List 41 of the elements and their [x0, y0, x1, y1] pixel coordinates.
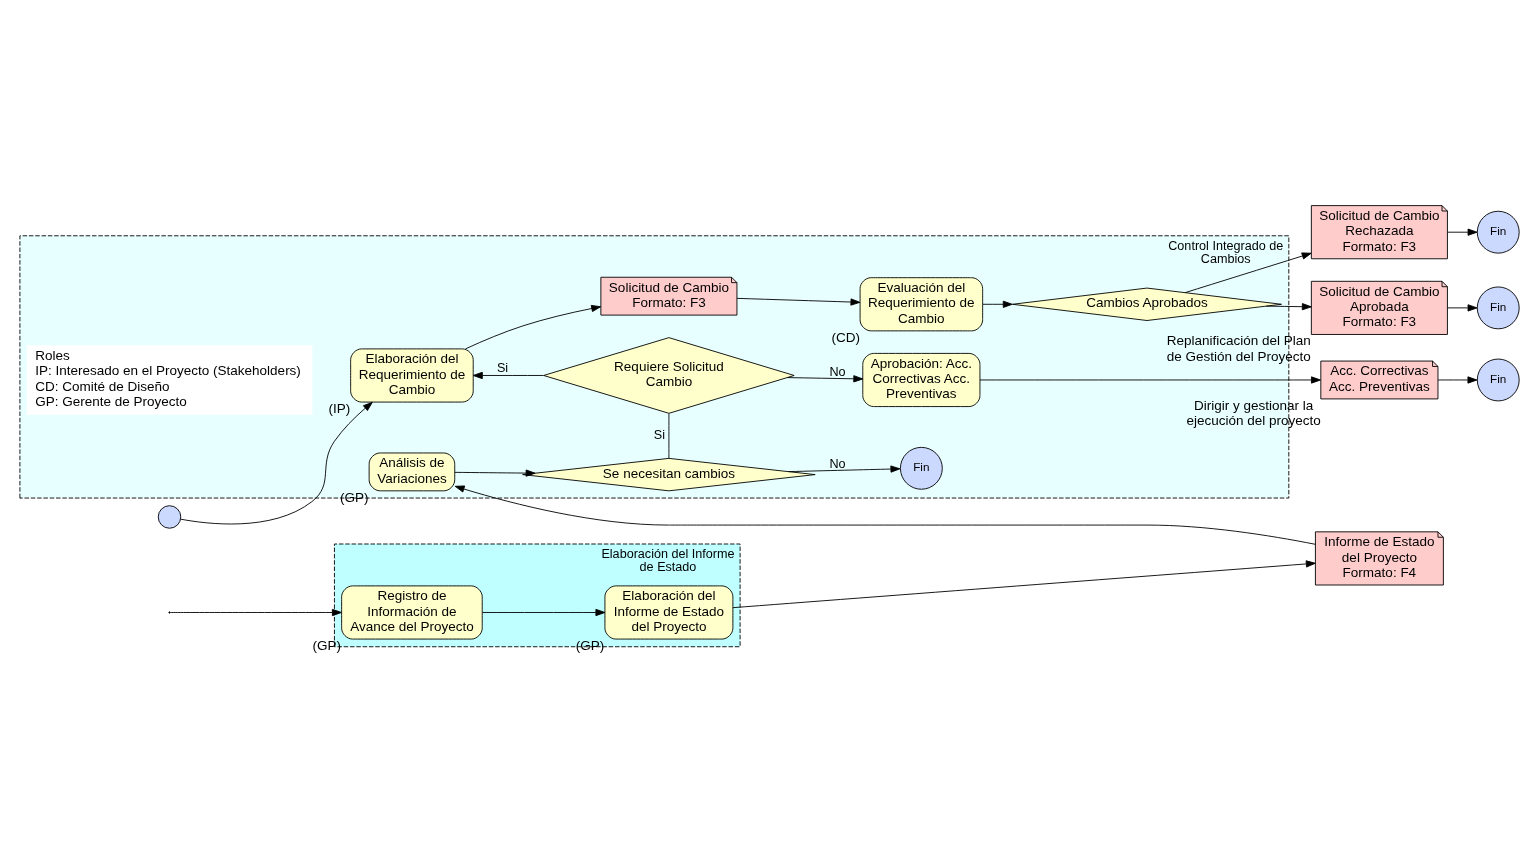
arrow [454, 469, 536, 477]
arrow [1447, 228, 1478, 236]
node-circle: Fin [1476, 210, 1520, 254]
edge-label: No [829, 456, 846, 471]
node-label: Dirigir y gestionar la ejecución del proyecto [1186, 397, 1321, 428]
node-diamond: Cambios Aprobados [1012, 287, 1282, 321]
node-box: Aprobación: Acc. Correctivas Acc. Preventivas [862, 352, 981, 407]
arrow [1265, 302, 1312, 310]
arrow [465, 304, 602, 349]
arrow [982, 300, 1013, 308]
connector [668, 412, 670, 459]
arrow [1437, 375, 1478, 384]
arrow [454, 485, 1316, 545]
arrow [979, 375, 1321, 384]
node-box: Elaboración del Informe de Estado del Proyecto [604, 584, 734, 640]
node-circle: Fin [1476, 286, 1520, 329]
arrow [788, 464, 901, 473]
node-circle: Fin [1476, 358, 1520, 401]
arrow [472, 371, 544, 379]
arrow [180, 401, 373, 524]
node-label: (IP) [328, 400, 351, 416]
arrow [732, 559, 1316, 608]
arrow [1184, 251, 1312, 293]
node-box: Evaluación del Requerimiento de Cambio [859, 276, 984, 331]
node-box: Análisis de Variaciones [368, 452, 456, 491]
node-label: Replanificación del Plan de Gestión del Proyecto [1166, 332, 1311, 364]
arrow [786, 374, 864, 382]
arrow [1447, 303, 1478, 311]
node-label: (CD) [831, 329, 860, 345]
edge-label: Si [496, 360, 509, 375]
edge-label: Si [653, 427, 666, 442]
arrow [736, 297, 861, 306]
node-diamond: Requiere Solicitud Cambio [543, 336, 795, 414]
edge-label: No [829, 364, 846, 379]
node-circle: Fin [899, 446, 943, 490]
node-circle [157, 504, 182, 529]
node-box: Registro de Información de Avance del Proyecto [341, 584, 483, 640]
arrow [170, 608, 342, 616]
arrow [482, 608, 606, 616]
node-box: Elaboración del Requerimiento de Cambio [350, 347, 474, 402]
node-label: (GP) [340, 489, 369, 505]
